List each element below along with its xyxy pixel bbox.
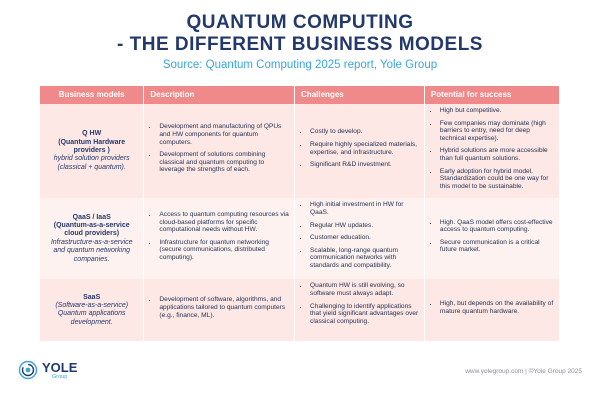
model-name-line: providers ) <box>73 146 110 154</box>
footer-credit: www.yolegroup.com | ©Yole Group 2025 <box>465 368 582 375</box>
model-name-line: (Quantum-as-a-service <box>53 222 130 230</box>
potential-cell-qaas: High. QaaS model offers cost-effective a… <box>424 198 561 280</box>
potential-item: Hybrid solutions are more accessible tha… <box>439 147 554 162</box>
challenges-cell-qhw: Costly to develop. Require highly specia… <box>294 104 425 199</box>
description-item: Access to quantum computing resources vi… <box>158 211 289 234</box>
model-cell-qhw: Q HW (Quantum Hardware providers ) hybri… <box>40 104 145 199</box>
potential-cell-qhw: High but competitive. Few companies may … <box>424 104 561 199</box>
page-header: QUANTUM COMPUTING - THE DIFFERENT BUSINE… <box>0 0 600 71</box>
challenge-item: Quantum HW is still evolving, so softwar… <box>309 282 419 297</box>
table-row-qhw: Q HW (Quantum Hardware providers ) hybri… <box>40 104 561 199</box>
description-item: Infrastructure for quantum networking (s… <box>158 239 289 262</box>
description-item: Development of solutions combining class… <box>158 151 289 174</box>
business-models-table-container: Business models Description Challenges P… <box>40 86 561 342</box>
potential-item: High, but depends on the availability of… <box>439 300 554 315</box>
challenge-item: Customer education. <box>309 234 419 242</box>
challenge-item: High initial investment in HW for QaaS. <box>309 201 419 216</box>
challenges-cell-qaas: High initial investment in HW for QaaS. … <box>294 198 425 280</box>
challenge-item: Regular HW updates. <box>309 222 419 230</box>
challenge-item: Significant R&D investment. <box>309 161 419 169</box>
potential-cell-saas: High, but depends on the availability of… <box>424 279 561 342</box>
yole-swirl-icon <box>18 360 38 380</box>
page-title-line-1: QUANTUM COMPUTING <box>186 12 414 33</box>
model-name-line: QaaS / IaaS <box>72 213 111 221</box>
model-name-line: Q HW <box>82 130 102 138</box>
model-cell-saas: SaaS (Software-as-a-service) Quantum app… <box>40 279 145 342</box>
column-header-business-models: Business models <box>40 86 145 104</box>
table-row-saas: SaaS (Software-as-a-service) Quantum app… <box>40 279 561 342</box>
model-cell-qaas: QaaS / IaaS (Quantum-as-a-service cloud … <box>40 198 145 280</box>
logo-text: YOLE <box>42 359 78 375</box>
description-item: Development and manufacturing of QPUs an… <box>158 123 289 146</box>
table-row-qaas: QaaS / IaaS (Quantum-as-a-service cloud … <box>40 198 561 280</box>
model-description: hybrid solution providers (classical + q… <box>53 155 130 171</box>
potential-item: Secure communication is a critical futur… <box>439 239 554 254</box>
column-header-potential: Potential for success <box>424 86 561 104</box>
model-description: Infrastructure-as-a-service and quantum … <box>50 238 133 263</box>
challenge-item: Scalable, long-range quantum communicati… <box>309 247 419 270</box>
table-header-row: Business models Description Challenges P… <box>40 86 561 104</box>
logo-subtext: Group <box>52 373 68 380</box>
model-name-line: SaaS <box>83 293 101 301</box>
model-name-line: (Quantum Hardware <box>58 138 126 146</box>
challenge-item: Require highly specialized materials, ex… <box>309 141 419 156</box>
model-name-line: cloud providers) <box>64 230 120 238</box>
column-header-description: Description <box>143 86 296 104</box>
model-description: (Software-as-a-service) Quantum applicat… <box>55 301 129 326</box>
description-cell-qaas: Access to quantum computing resources vi… <box>143 198 296 280</box>
page-title-line-2: - THE DIFFERENT BUSINESS MODELS <box>117 34 483 55</box>
yole-logo[interactable]: YOLE Group <box>18 360 77 380</box>
business-models-table: Business models Description Challenges P… <box>40 86 561 342</box>
potential-item: Few companies may dominate (high barrier… <box>439 120 554 143</box>
challenges-cell-saas: Quantum HW is still evolving, so softwar… <box>294 279 425 342</box>
challenge-item: Costly to develop. <box>309 128 419 136</box>
description-item: Development of software, algorithms, and… <box>158 296 289 319</box>
potential-item: High but competitive. <box>439 107 554 115</box>
challenge-item: Challenging to identify applications tha… <box>309 303 419 326</box>
description-cell-qhw: Development and manufacturing of QPUs an… <box>143 104 296 199</box>
potential-item: Early adoption for hybrid model. Standar… <box>439 168 554 191</box>
description-cell-saas: Development of software, algorithms, and… <box>143 279 296 342</box>
column-header-challenges: Challenges <box>294 86 425 104</box>
page-subtitle: Source: Quantum Computing 2025 report, Y… <box>162 59 438 71</box>
potential-item: High. QaaS model offers cost-effective a… <box>439 219 554 234</box>
